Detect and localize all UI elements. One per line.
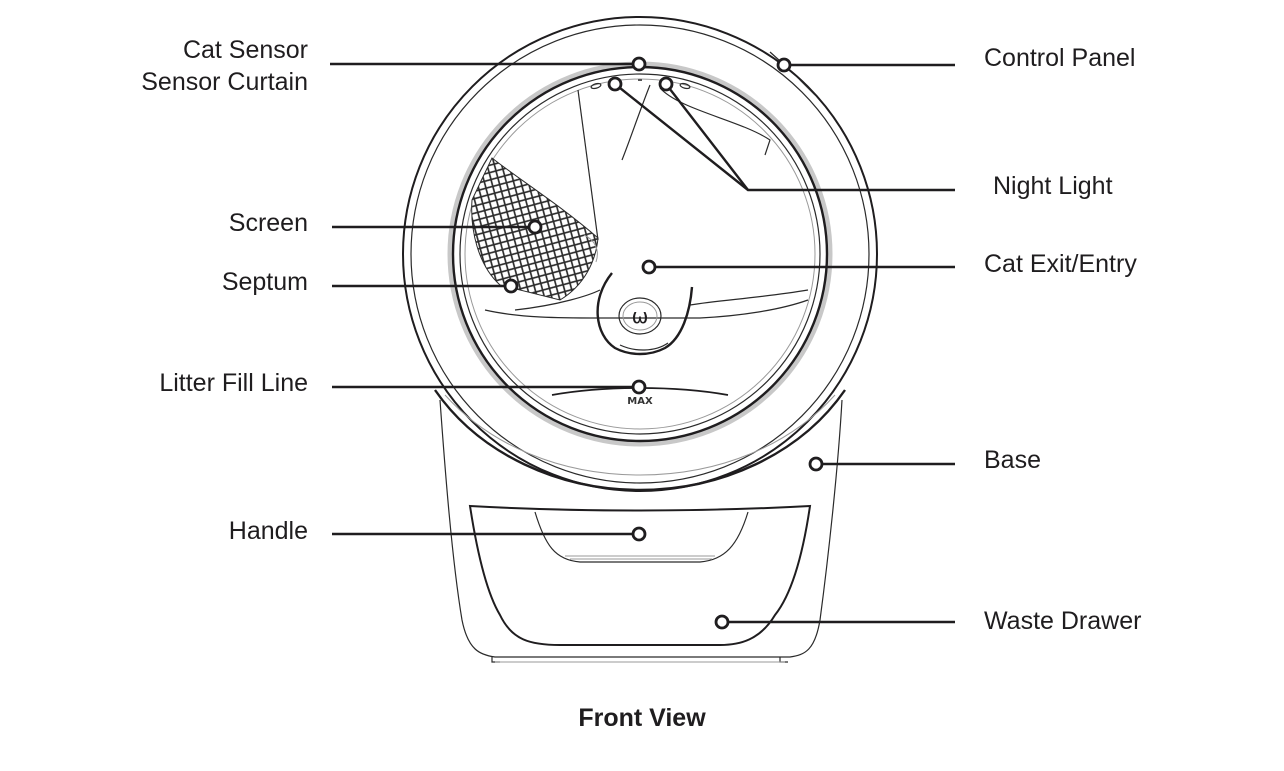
logo-icon: ω <box>632 304 649 328</box>
label-cat-exit-entry: Cat Exit/Entry <box>984 250 1137 278</box>
label-night-light: Night Light <box>993 172 1113 200</box>
label-waste-drawer: Waste Drawer <box>984 607 1142 635</box>
callout-dot-screen <box>527 219 543 235</box>
label-screen: Screen <box>228 209 308 237</box>
label-cat-sensor-line1: Cat Sensor <box>182 36 308 64</box>
label-control-panel: Control Panel <box>984 44 1136 72</box>
drum-interior <box>484 84 809 319</box>
callout-dot-cat-exit <box>641 259 657 275</box>
center-cup: ω <box>596 272 694 356</box>
leader-lines <box>330 62 955 624</box>
label-litter-fill-line: Litter Fill Line <box>159 369 308 397</box>
diagram-caption: Front View <box>578 704 706 732</box>
label-handle: Handle <box>228 517 308 545</box>
leader-night-light-2 <box>665 83 749 191</box>
base-body <box>439 399 843 663</box>
callout-dot-control-panel <box>776 57 792 73</box>
callout-dot-litter-fill <box>631 379 647 395</box>
callout-dots <box>503 56 824 630</box>
label-base: Base <box>984 446 1041 474</box>
waste-drawer-body <box>468 504 812 646</box>
max-fill-mark: MAX <box>627 396 653 407</box>
callout-dot-septum <box>503 278 519 294</box>
callout-dot-waste-drawer <box>714 614 730 630</box>
callout-dot-night-light-right <box>658 76 674 92</box>
callout-dot-night-light-left <box>607 76 623 92</box>
sensor-windows <box>590 79 691 90</box>
callout-dot-cat-sensor <box>631 56 647 72</box>
callout-dot-handle <box>631 526 647 542</box>
drum-outer <box>402 16 878 492</box>
callout-dot-base <box>808 456 824 472</box>
label-cat-sensor-line2: Sensor Curtain <box>141 68 308 96</box>
label-septum: Septum <box>221 268 308 296</box>
handle-body <box>534 511 749 563</box>
label-cat-sensor: Cat Sensor Sensor Curtain <box>141 34 308 98</box>
